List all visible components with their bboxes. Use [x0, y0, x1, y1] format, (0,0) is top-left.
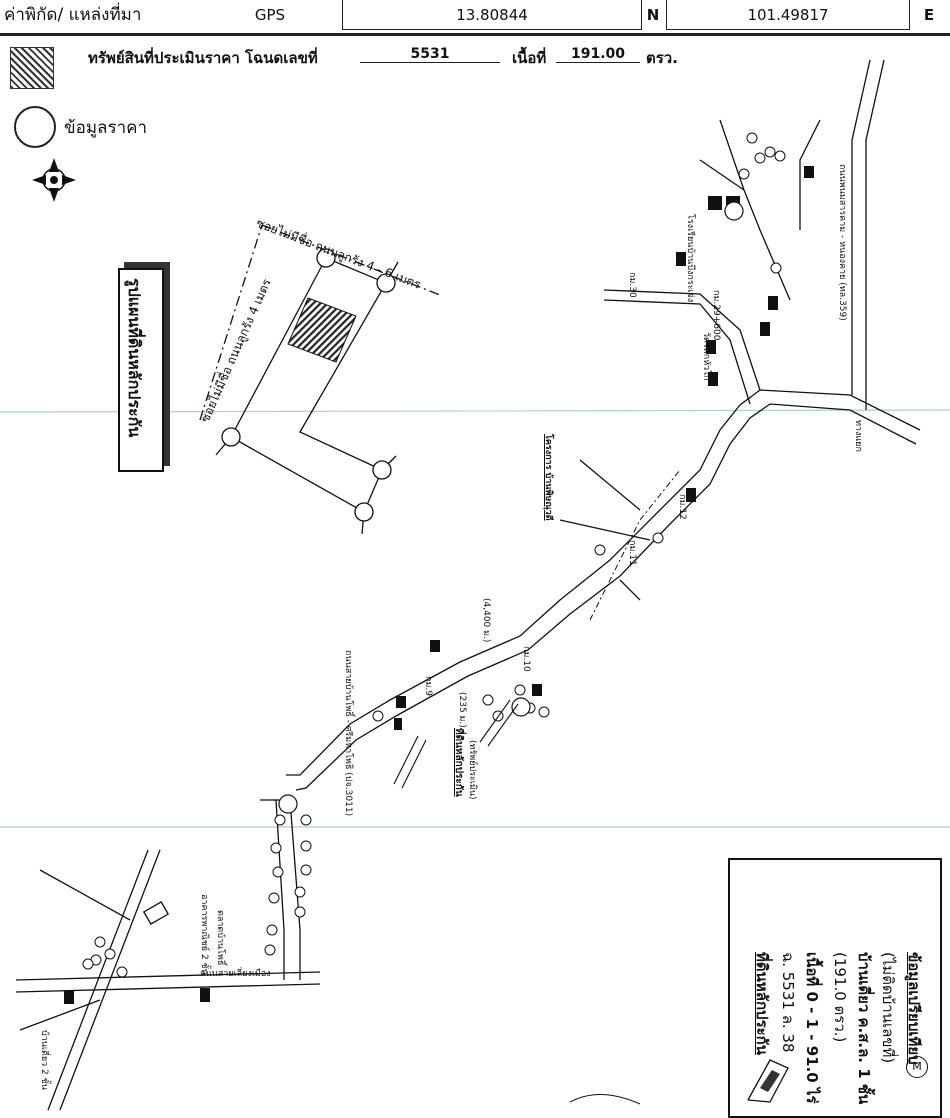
- shop-label: อาคารพาณิชย์ 2 ชั้น: [199, 894, 209, 975]
- signature-mark: [569, 1093, 641, 1105]
- sketch-title: รูปแผนที่ดินหลักประกัน: [125, 278, 144, 438]
- distance-label-2: (235 ม.): [457, 692, 467, 728]
- legend-line-2: ฉ. 5531 ล. 38: [779, 952, 797, 1053]
- hatched-legend-icon: [10, 47, 54, 89]
- latitude-dir: N: [646, 6, 660, 24]
- km12-label: กม.12: [677, 494, 687, 520]
- deed-number: 5531: [360, 46, 500, 63]
- km11-label: กม.11: [627, 540, 637, 566]
- latitude-value: 13.80844: [342, 0, 642, 30]
- header-divider: [0, 33, 950, 36]
- area-label: เนื้อที่: [512, 49, 547, 67]
- legend-line-1: ที่ดินหลักประกัน: [753, 952, 771, 1056]
- legend-line-7: ข้อมูลเปรียบเทียบ: [905, 952, 923, 1065]
- km30-label: กม.30: [627, 272, 637, 298]
- km10-label: กม.10: [521, 646, 531, 672]
- parcel-corner: [221, 427, 241, 447]
- header-row: ค่าพิกัด/ แหล่งที่มา GPS 13.80844 N 101.…: [0, 0, 950, 34]
- bottom-road-label: ถนนสายเลี่ยงเมือง: [200, 969, 271, 979]
- legend-line-4: (191.0 ตรว.): [831, 952, 849, 1043]
- legend-line-6: (ไม่ติดบ้านเลขที่): [879, 952, 897, 1064]
- sketch-title-box: รูปแผนที่ดินหลักประกัน: [118, 268, 164, 472]
- longitude-value: 101.49817: [666, 0, 910, 30]
- project-label: โครงการ บ้านพิษณุวดี: [543, 434, 553, 521]
- m-badge-icon: M: [906, 1056, 928, 1078]
- route-dashed: [589, 469, 681, 621]
- hatched-building: [287, 297, 357, 363]
- collateral-sublabel: (ทรัพย์ประเมิน): [467, 740, 477, 800]
- collateral-legend-box: ที่ดินหลักประกัน ฉ. 5531 ล. 38 เนื้อที่ …: [728, 858, 942, 1118]
- school-label: โรงเรียนบ้านบึงกระเจ่ง: [685, 214, 695, 303]
- area-unit: ตรว.: [646, 49, 678, 67]
- coord-label: ค่าพิกัด/ แหล่งที่มา: [4, 5, 142, 25]
- parcel-corner: [354, 502, 374, 522]
- road-edge-dashed: [199, 224, 263, 421]
- route-label-359: ถนนพนมสารคาม - หนองคาย (ทล.359): [837, 164, 847, 321]
- route-shields: [278, 201, 744, 814]
- legend-line-5: บ้านเดี่ยว ค.ส.ล. 1 ชั้น: [855, 952, 873, 1105]
- appraisal-label: ทรัพย์สินที่ประเมินราคา โฉนดเลขที่: [88, 49, 318, 67]
- legend-sketch-icon: [747, 1059, 789, 1103]
- market-label: ตลาดบ้านโพธิ์: [215, 910, 225, 966]
- temple-label: วัดโคกหัวโก: [701, 332, 711, 381]
- building-icons: [64, 166, 814, 1004]
- main-road: [260, 59, 921, 980]
- road-branch: [393, 699, 519, 789]
- route-label-3011: ถนนสายบ้านโพธิ์ - ศรีมหาโพธิ (ปจ.3011): [343, 650, 353, 817]
- collateral-label: ที่ดินหลักประกัน: [453, 728, 464, 797]
- longitude-dir: E: [923, 6, 935, 24]
- price-markers: [82, 132, 786, 978]
- parcel-sketch: [199, 224, 441, 535]
- distance-label-1: (4,400 ม.): [481, 598, 491, 643]
- bottom-road-network: [15, 849, 321, 1111]
- road-edge-dashed: [261, 224, 441, 296]
- parcel-corner: [376, 273, 396, 293]
- price-info-label: ข้อมูลราคา: [64, 118, 148, 138]
- area-value: 191.00: [556, 46, 640, 63]
- village-label: บ้านเดี่ยว 2 ชั้น: [39, 1030, 49, 1090]
- compass-icon: [32, 158, 76, 202]
- legend-line-3: เนื้อที่ 0 - 1 - 91.0 ไร่: [803, 952, 821, 1104]
- parcel-corner: [372, 460, 392, 480]
- price-info-circle-icon: [14, 106, 56, 148]
- junction-label: ทางแยก: [853, 420, 863, 452]
- gps-source: GPS: [254, 6, 286, 24]
- km9-label: กม.9: [423, 676, 433, 696]
- parcel-corner: [316, 248, 336, 268]
